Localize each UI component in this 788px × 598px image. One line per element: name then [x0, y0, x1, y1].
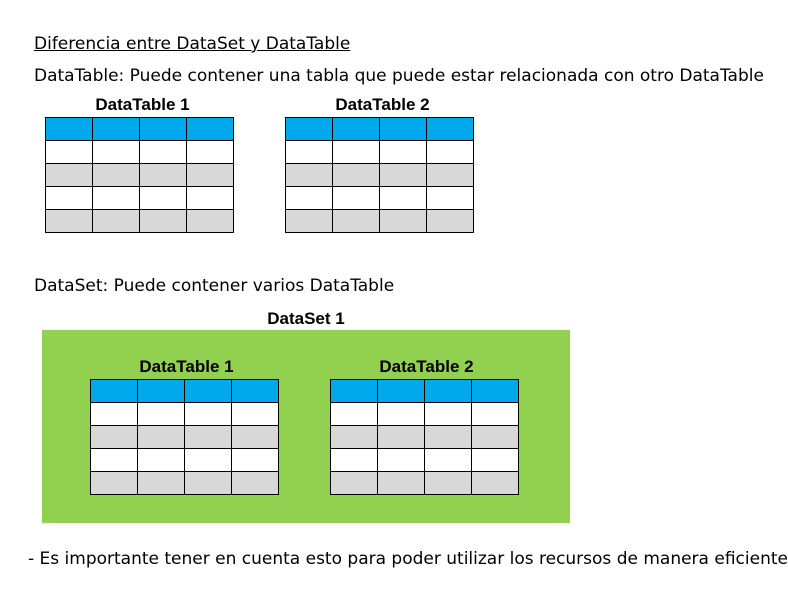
datatable-1-grid [45, 117, 234, 233]
datatable-2-grid [285, 117, 474, 233]
dataset-description: DataSet: Puede contener varios DataTable [34, 276, 395, 296]
footer-note: - Es importante tener en cuenta esto par… [28, 549, 788, 569]
datatable-1-label: DataTable 1 [95, 95, 190, 114]
page-title: Diferencia entre DataSet y DataTable [34, 34, 351, 54]
dataset-datatable-1-label: DataTable 1 [139, 357, 234, 376]
dataset-datatable-2-label: DataTable 2 [379, 357, 474, 376]
dataset-datatable-1-grid [90, 379, 279, 495]
datatable-description: DataTable: Puede contener una tabla que … [34, 66, 764, 86]
dataset-label: DataSet 1 [267, 309, 345, 328]
datatable-2-label: DataTable 2 [335, 95, 430, 114]
dataset-datatable-2-grid [330, 379, 519, 495]
